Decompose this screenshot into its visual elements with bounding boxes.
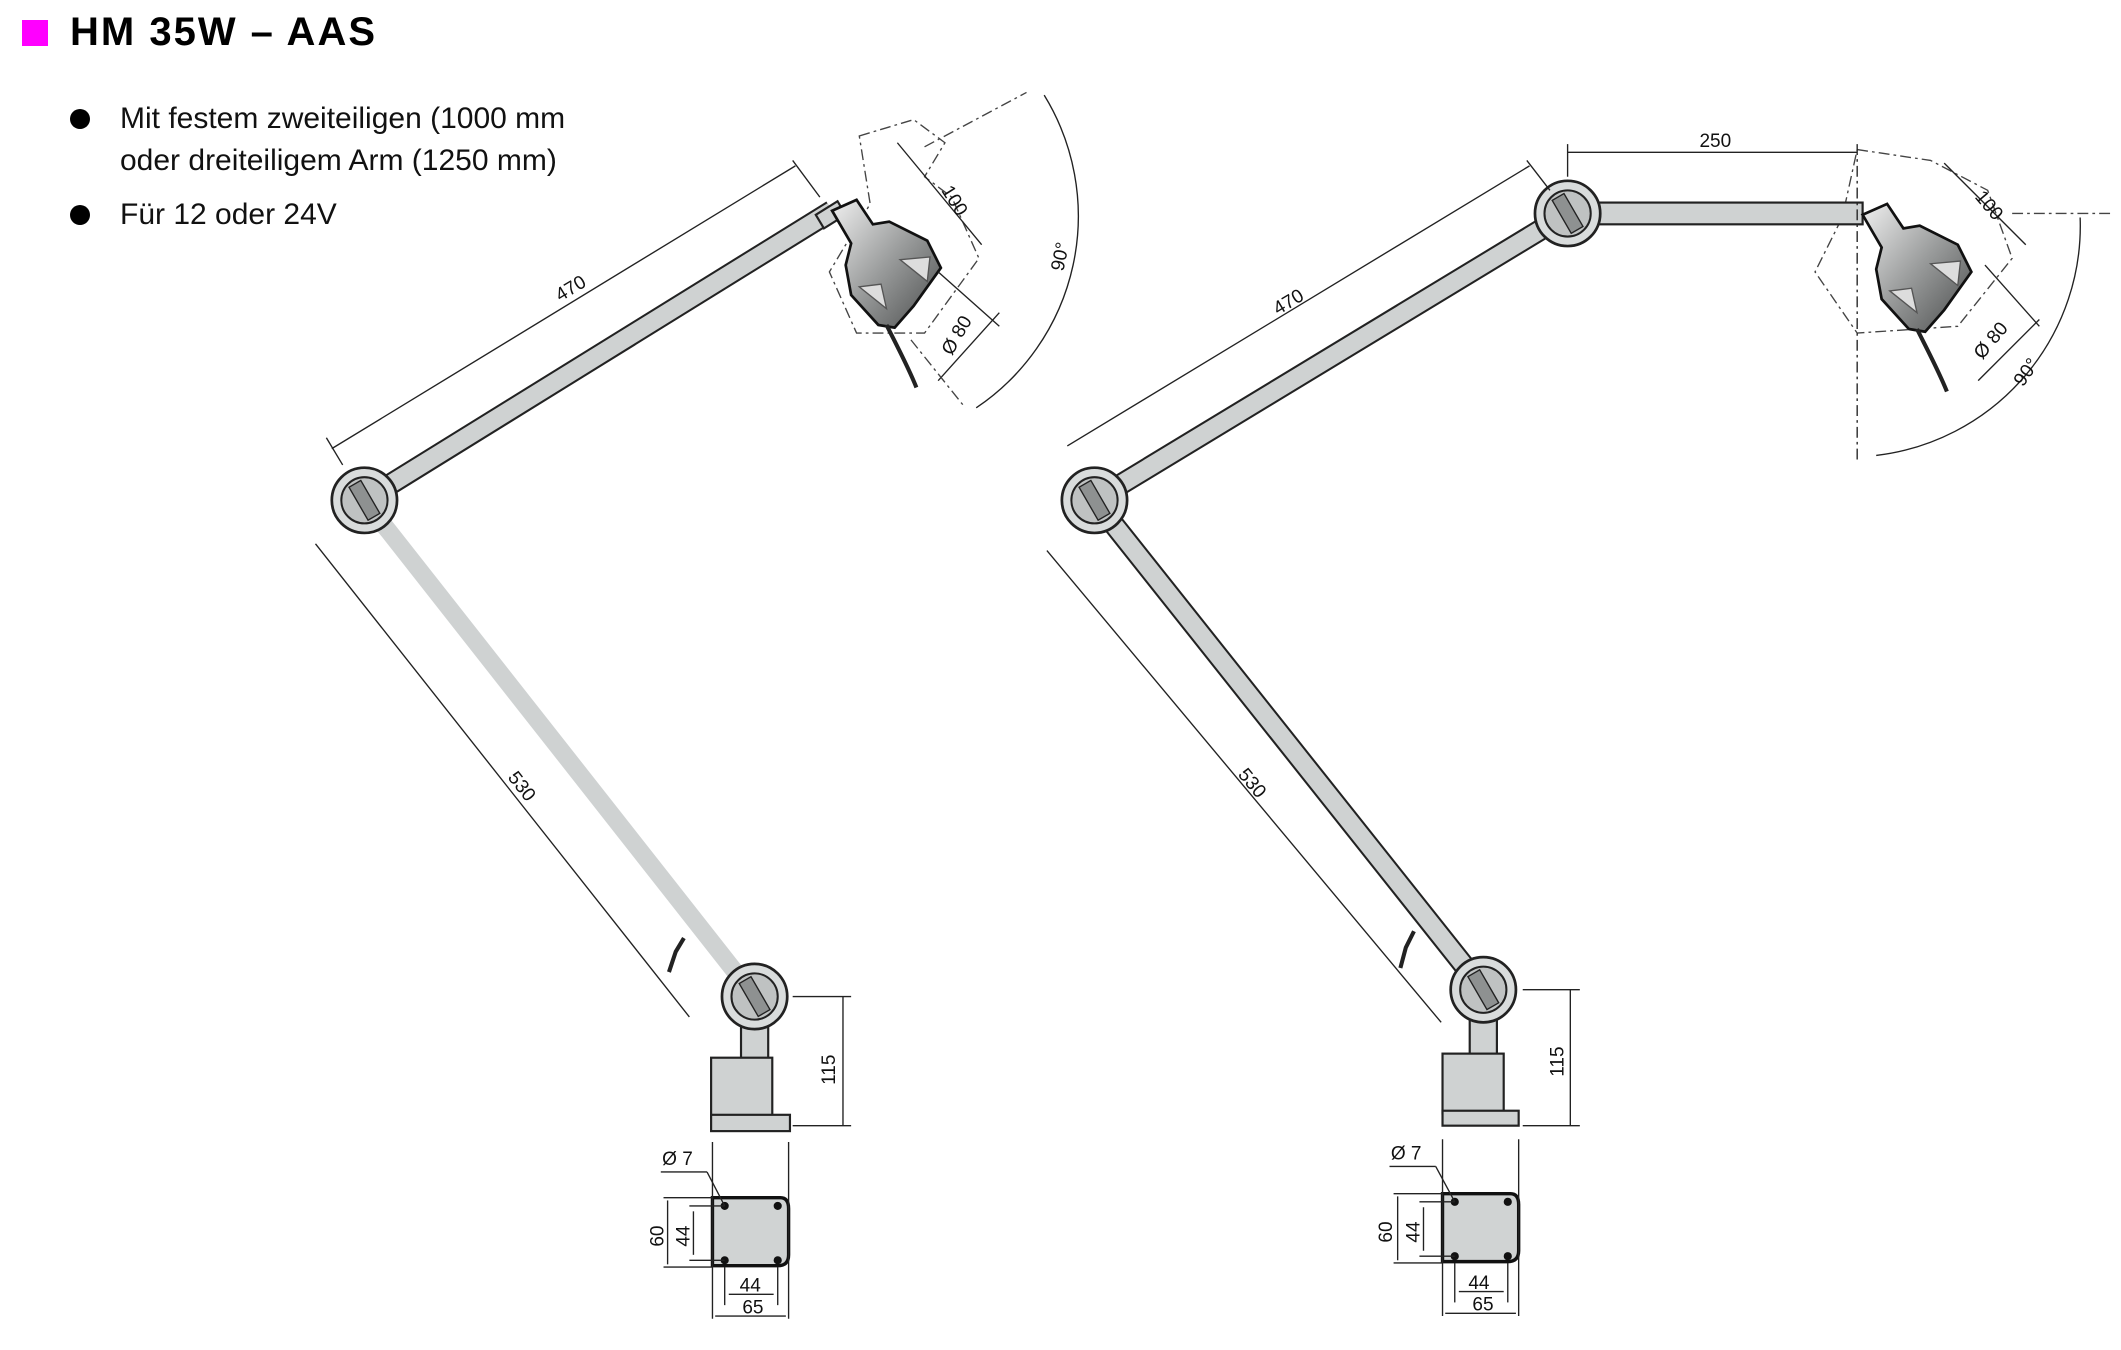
- left-lamp: 470 530 115 100 Ø 80 90° Ø 7 60 44 44 65: [314, 91, 1080, 1319]
- dim-head-diameter: Ø 80: [938, 312, 977, 358]
- bullet-icon: [70, 205, 90, 225]
- dim-plate-height: 60: [1376, 1221, 1397, 1242]
- elbow-joint: [1060, 466, 1129, 535]
- feature-text: Mit festem zweiteiligen (1000 mm: [120, 102, 566, 135]
- dim-head-length: 100: [937, 182, 972, 220]
- feature-list: Mit festem zweiteiligen (1000 mm oder dre…: [70, 98, 565, 248]
- base-joint: [1449, 955, 1518, 1024]
- dim-tilt-angle: 90°: [1048, 240, 1075, 273]
- dim-hole-spacing-v: 44: [673, 1225, 694, 1247]
- bullet-icon: [70, 109, 90, 129]
- dim-hole-spacing-h: 44: [1468, 1273, 1490, 1294]
- mounting-plate: [710, 1196, 791, 1268]
- dim-plate-height: 60: [648, 1226, 669, 1247]
- feature-text: oder dreiteiligem Arm (1250 mm): [120, 144, 557, 177]
- dim-hole-diameter: Ø 7: [1391, 1144, 1422, 1165]
- feature-text: Für 12 oder 24V: [120, 198, 337, 231]
- dim-plate-width: 65: [1472, 1295, 1493, 1316]
- lamp-head-icon: [1863, 204, 1972, 392]
- dim-base-height: 115: [1548, 1046, 1569, 1076]
- base-joint: [720, 962, 789, 1031]
- dim-upper-arm: 470: [1270, 285, 1308, 319]
- dim-lower-arm: 530: [503, 768, 539, 806]
- feature-item: Mit festem zweiteiligen (1000 mm oder dre…: [70, 98, 565, 182]
- dim-tilt-angle: 90°: [2010, 355, 2044, 391]
- dim-plate-width: 65: [742, 1297, 763, 1318]
- elbow-joint: [330, 466, 399, 535]
- feature-item: Für 12 oder 24V: [70, 194, 565, 236]
- dim-hole-diameter: Ø 7: [662, 1149, 693, 1170]
- page-title: HM 35W – AAS: [70, 10, 378, 54]
- dim-lower-arm: 530: [1233, 765, 1269, 803]
- dim-top-arm: 250: [1699, 131, 1731, 152]
- dim-upper-arm: 470: [552, 272, 590, 306]
- dim-head-length: 100: [1970, 187, 2006, 225]
- dim-hole-spacing-h: 44: [740, 1276, 762, 1297]
- upper-joint: [1533, 179, 1602, 248]
- right-lamp: 250 470 530 115 100 Ø 80 90° Ø 7 60 44 4…: [1046, 131, 2115, 1317]
- dim-hole-spacing-v: 44: [1403, 1221, 1424, 1243]
- mounting-plate: [1440, 1191, 1521, 1264]
- title-marker: [22, 20, 48, 46]
- lamp-head-icon: [832, 200, 941, 388]
- dim-head-diameter: Ø 80: [1970, 318, 2013, 363]
- dim-base-height: 115: [819, 1055, 840, 1085]
